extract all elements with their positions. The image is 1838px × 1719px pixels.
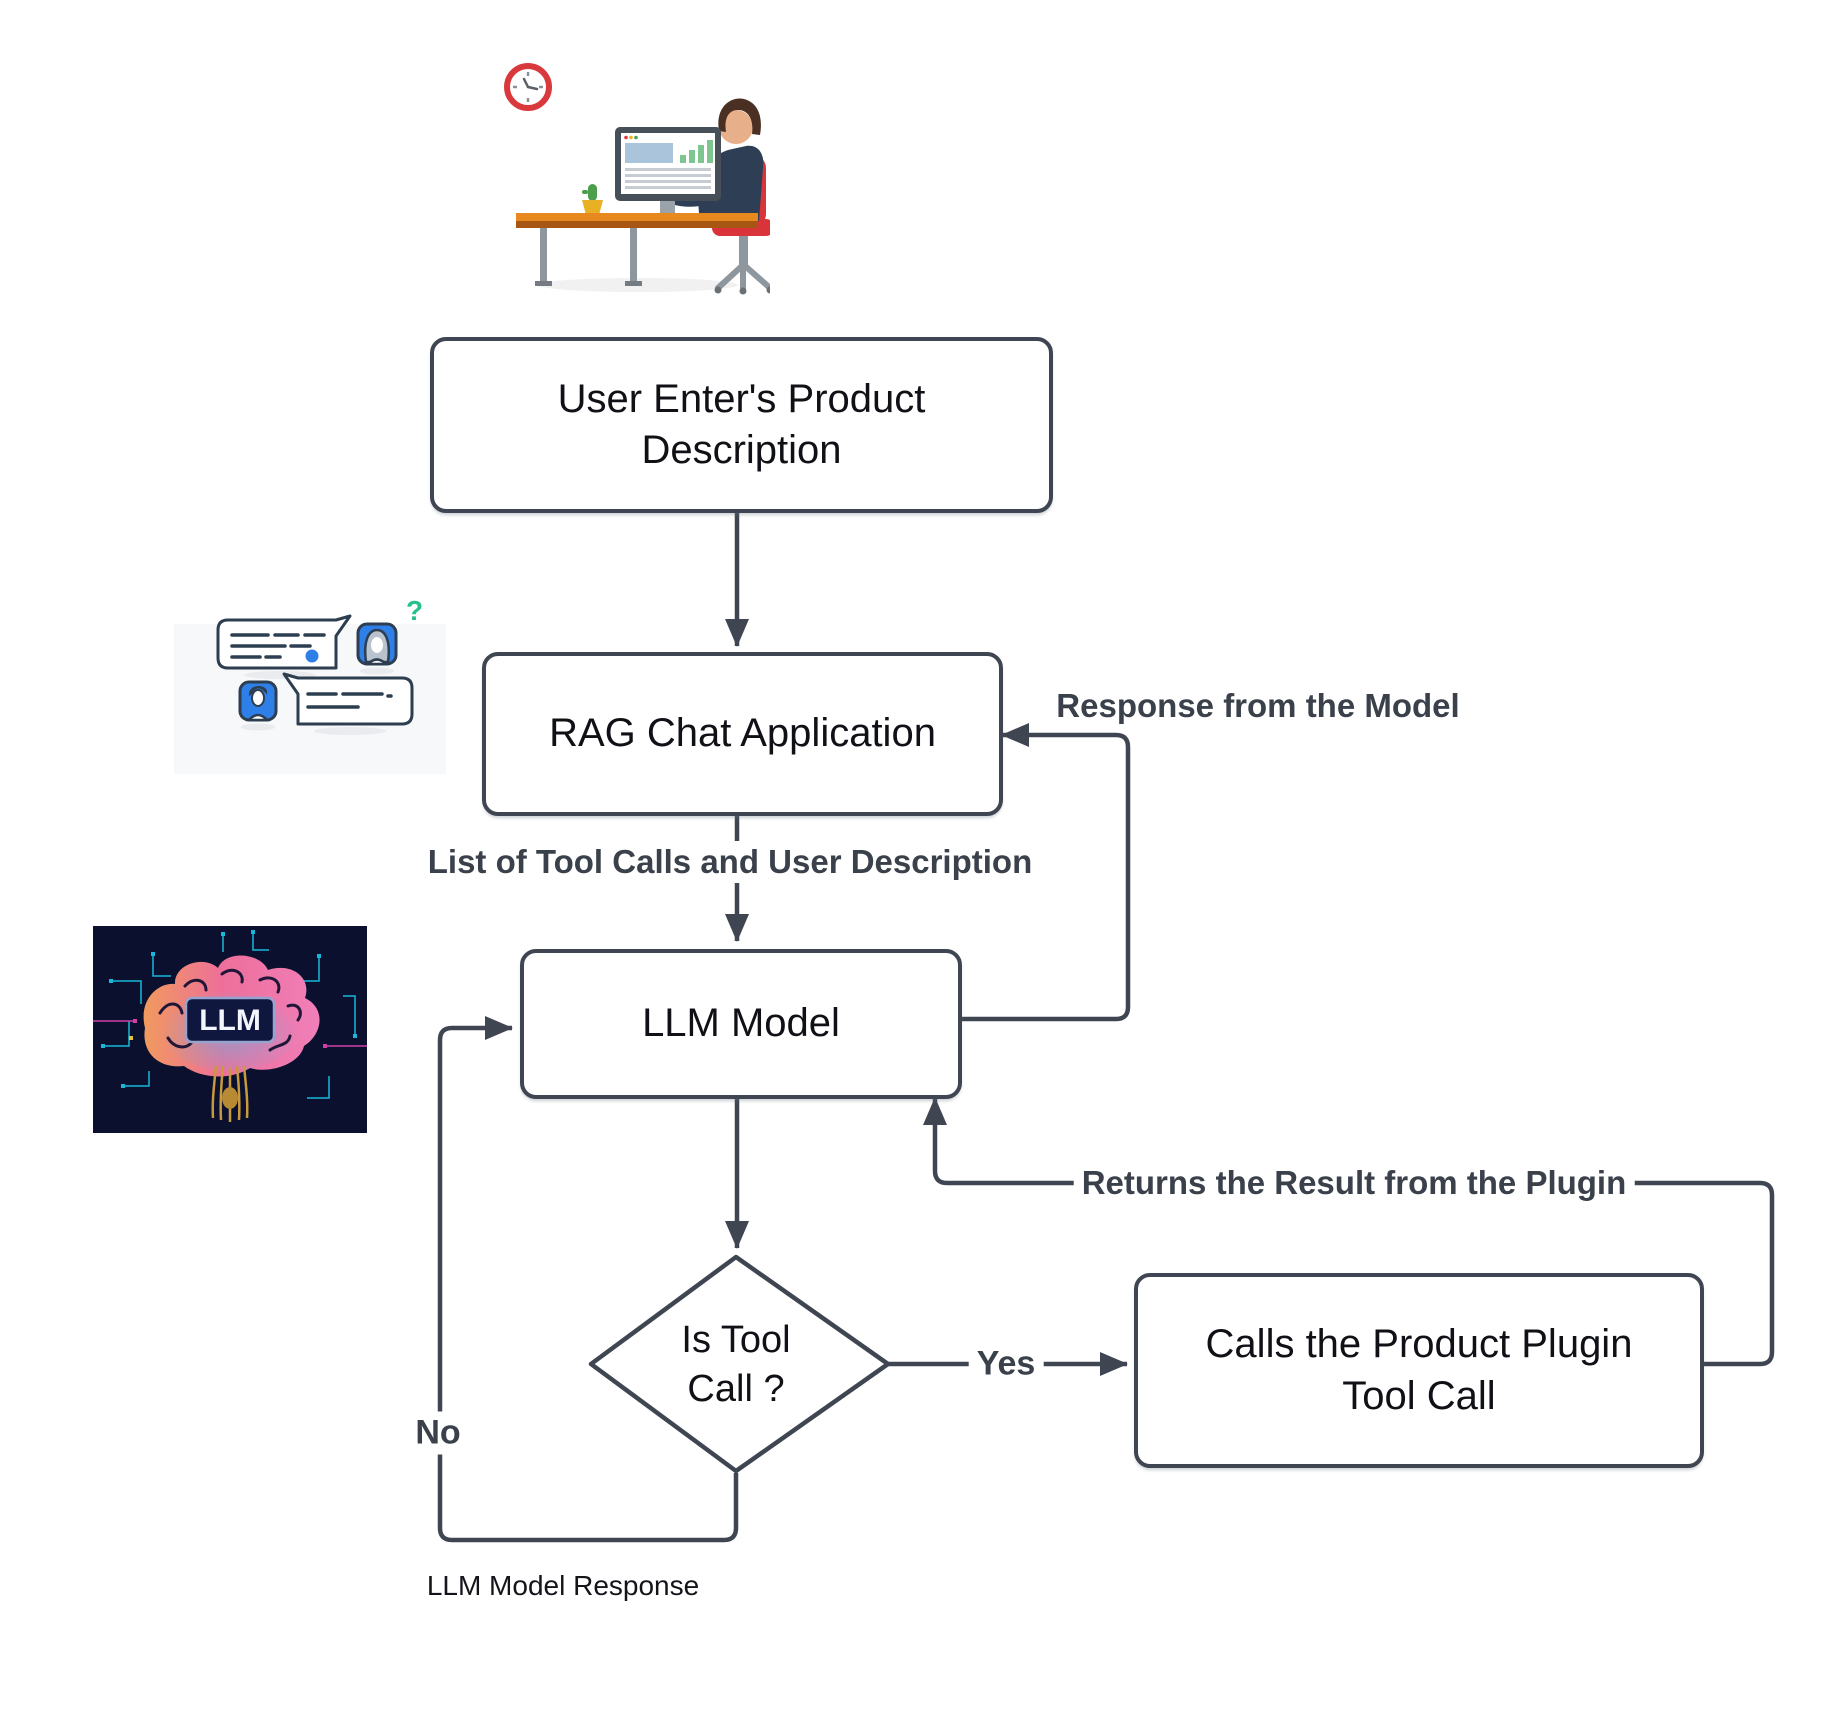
man-avatar-icon (238, 680, 278, 722)
edge-label-no: No (407, 1411, 469, 1455)
chat-bubble-question (216, 614, 352, 670)
llm-brain-illustration: LLM (93, 926, 367, 1133)
monitor-icon (615, 127, 721, 221)
decision-diamond (588, 1254, 891, 1474)
node-plugin-call: Calls the Product Plugin Tool Call (1134, 1273, 1704, 1468)
node-rag-app-label: RAG Chat Application (549, 711, 936, 756)
node-llm-model-label: LLM Model (642, 1001, 840, 1046)
edge-label-response-from-model: Response from the Model (1048, 685, 1468, 727)
edge-label-returns-result: Returns the Result from the Plugin (1073, 1162, 1635, 1204)
node-plugin-line2: Tool Call (1342, 1373, 1496, 1418)
cactus-plant (582, 184, 603, 215)
node-user-input: User Enter's Product Description (430, 337, 1053, 513)
decision-label: Is Tool Call ? (681, 1318, 791, 1410)
node-plugin-line1: Calls the Product Plugin (1205, 1322, 1633, 1367)
question-mark-icon: ? (406, 595, 423, 626)
woman-avatar-icon (356, 622, 398, 666)
brain-shape: LLM (143, 955, 320, 1077)
node-user-input-line2: Description (641, 428, 842, 472)
stem-knot (222, 1087, 238, 1109)
edge-plugin-returns (923, 1097, 1775, 1367)
node-rag-app: RAG Chat Application (482, 652, 1003, 816)
edge-label-yes: Yes (968, 1342, 1044, 1386)
node-llm-model: LLM Model (520, 949, 962, 1099)
circuit-traces (103, 934, 356, 1099)
clock-icon (504, 63, 552, 111)
edge-decision-no-loop (437, 1016, 739, 1543)
edge-llm-to-rag-response (954, 723, 1131, 1022)
person-at-desk-illustration (504, 63, 770, 295)
chat-bubble-answer (282, 672, 414, 726)
edge-label-llm-model-response: LLM Model Response (418, 1568, 708, 1604)
chat-conversation-illustration: ? (174, 595, 446, 774)
desk (516, 213, 758, 286)
llm-brain-text: LLM (199, 1004, 261, 1037)
edge-label-list-of-tool-calls: List of Tool Calls and User Description (419, 841, 1041, 883)
node-user-input-line1: User Enter's Product (557, 376, 926, 421)
typing-dot (305, 649, 319, 663)
